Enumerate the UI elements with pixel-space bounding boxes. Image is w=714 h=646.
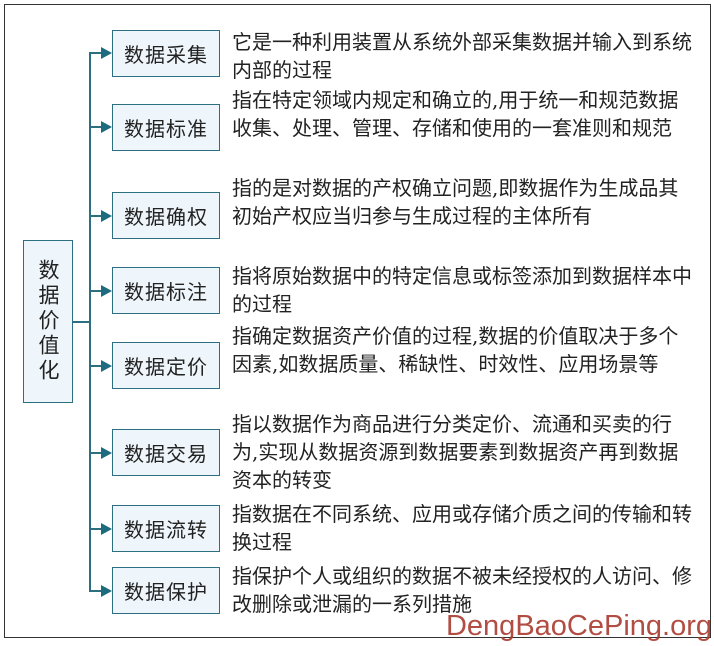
description-data-trading: 指以数据作为商品进行分类定价、流通和买卖的行为,实现从数据资源到数据要素到数据资… [232,412,679,492]
node-label: 数据定价 [124,355,208,379]
node-label: 数据标准 [124,117,208,141]
watermark: DengBaoCePing.org [445,610,712,642]
description-data-ownership: 指的是对数据的产权确立问题,即数据作为生成品其初始产权应当归参与生成过程的主体所… [232,176,679,228]
node-label: 数据确权 [124,205,208,229]
arrow-right-icon [101,210,112,222]
arrow-right-icon [101,447,112,459]
branch-line [89,126,103,128]
arrow-right-icon [101,523,112,535]
branch-line [89,290,103,292]
description-data-protection: 指保护个人或组织的数据不被未经授权的人访问、修改删除或泄漏的一系列措施 [232,564,692,616]
node-label: 数据标注 [124,280,208,304]
node-data-ownership: 数据确权 [112,192,220,239]
node-label: 数据采集 [124,43,208,67]
node-data-protection: 数据保护 [112,567,220,614]
description-data-collection: 它是一种利用装置从系统外部采集数据并输入到系统内部的过程 [232,30,692,82]
branch-line [89,215,103,217]
node-data-pricing: 数据定价 [112,342,220,389]
node-data-trading: 数据交易 [112,429,220,476]
branch-line [89,52,103,54]
node-data-annotation: 数据标注 [112,267,220,314]
branch-line [89,365,103,367]
root-node: 数据价值化 [23,240,73,403]
node-label: 数据流转 [124,518,208,542]
arrow-right-icon [101,285,112,297]
arrow-right-icon [101,585,112,597]
node-data-collection: 数据采集 [112,30,220,77]
root-connector [73,321,91,323]
root-node-label: 数据价值化 [36,259,60,384]
description-data-pricing: 指确定数据资产价值的过程,数据的价值取决于多个因素,如数据质量、稀缺性、时效性、… [232,324,679,376]
diagram-frame [4,4,711,638]
node-data-circulation: 数据流转 [112,505,220,552]
description-data-circulation: 指数据在不同系统、应用或存储介质之间的传输和转换过程 [232,502,692,554]
branch-line [89,590,103,592]
arrow-right-icon [101,121,112,133]
arrow-right-icon [101,47,112,59]
arrow-right-icon [101,360,112,372]
description-data-annotation: 指将原始数据中的特定信息或标签添加到数据样本中的过程 [232,264,692,316]
node-data-standard: 数据标准 [112,104,220,151]
branch-line [89,528,103,530]
node-label: 数据保护 [124,580,208,604]
description-data-standard: 指在特定领域内规定和确立的,用于统一和规范数据收集、处理、管理、存储和使用的一套… [232,88,679,140]
trunk-line [89,52,91,592]
branch-line [89,452,103,454]
node-label: 数据交易 [124,442,208,466]
